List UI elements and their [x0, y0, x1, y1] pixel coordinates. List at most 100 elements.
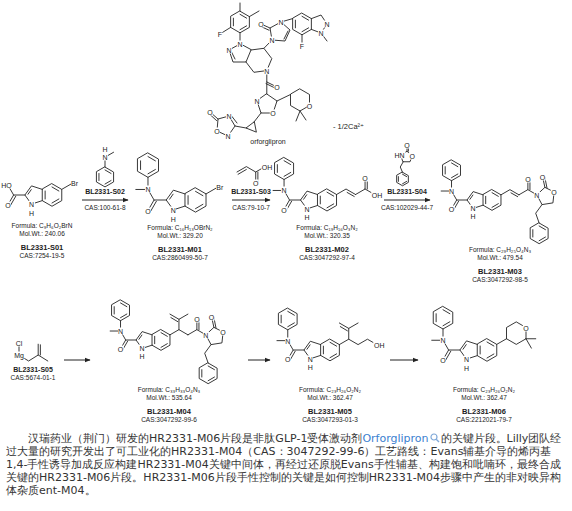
atom-label: O	[117, 345, 123, 352]
atom-label: O	[285, 356, 291, 363]
atom-label: N	[254, 98, 260, 105]
drug-link: Orforglipron	[362, 432, 428, 445]
atom-label: HN	[394, 152, 405, 159]
compound: orforglipron	[228, 138, 308, 146]
atom-label: H	[139, 353, 145, 360]
compound-code: BL2331-S01	[4, 243, 80, 252]
atom-label: H	[170, 215, 176, 222]
cas-number: CAS:7254-19-5	[4, 252, 80, 260]
atom-label: N	[285, 337, 291, 344]
search-icon	[430, 433, 440, 443]
atom-label: N	[237, 41, 243, 48]
atom-label: O	[214, 128, 220, 135]
reaction-arrow	[82, 200, 128, 201]
m03-structure	[441, 160, 554, 244]
cas-number: CAS:2860499-50-7	[130, 254, 230, 262]
atom-label: Br	[216, 183, 224, 190]
compound: Formula: C₃₃H₃₃O₄N₃Mol.Wt.: 535.64BL2331…	[92, 296, 246, 424]
compound-name: orforglipron	[228, 138, 308, 146]
atom-label: O	[5, 201, 11, 208]
cas-number: CAS:3047292-99-6	[92, 416, 246, 424]
atom-label: N	[324, 21, 330, 28]
m02-structure	[273, 158, 375, 211]
compound-code: BL2331-M02	[272, 245, 382, 254]
atom-label: O	[207, 109, 213, 116]
molecular-weight: Mol.Wt.: 329.20	[130, 232, 230, 240]
m04-structure	[110, 300, 223, 384]
compound-code: BL2331-M04	[92, 407, 246, 416]
compound: Formula: C₂₃H₂₆O₂N₂Mol.Wt.: 362.47BL2331…	[420, 296, 548, 424]
atom-label: O	[440, 356, 446, 363]
atom-label: F	[217, 31, 222, 38]
molecular-weight: Mol.Wt.: 362.47	[420, 394, 548, 402]
cas-number: CAS:102029-44-7	[381, 204, 433, 212]
reagent: BL2331-S04CAS:102029-44-7	[381, 150, 433, 212]
formula: Formula: C₉H₆O₂BrN	[4, 222, 80, 230]
m01-structure	[136, 153, 217, 212]
molecular-weight: Mol.Wt.: 240.06	[4, 230, 80, 238]
atom-label: N	[226, 113, 232, 120]
atom-label: N	[281, 187, 287, 194]
atom-label: H	[304, 214, 310, 221]
atom-label: N	[448, 188, 454, 195]
compound-code: BL2331-M03	[432, 267, 568, 276]
atom-label: O	[523, 324, 529, 331]
atom-label: N	[225, 133, 231, 140]
atom-label: H	[307, 363, 313, 370]
atom-label: HO	[1, 182, 13, 189]
atom-label: N	[28, 201, 34, 208]
formula: Formula: C₁₆H₁₃OBrN₂	[130, 224, 230, 232]
orforglipron-structure	[209, 3, 327, 136]
formula: Formula: C₂₉H₂₅O₄N₃	[432, 246, 568, 254]
cas-number: CAS:79-10-7	[231, 204, 271, 212]
atom-label: N	[278, 19, 284, 26]
compound-code: BL2331-M01	[130, 245, 230, 254]
atom-label: O	[274, 84, 280, 91]
atom-label: N	[226, 47, 232, 54]
formula: Formula: C₂₃H₂₆O₂N₂	[272, 386, 388, 394]
compound: Formula: C₉H₆O₂BrNMol.Wt.: 240.06BL2331-…	[4, 160, 80, 260]
compound-code: BL2331-S02	[84, 188, 125, 196]
atom-label: N	[534, 191, 540, 198]
cas-number: CAS:2212021-79-7	[420, 416, 548, 424]
cas-number: CAS:3047292-98-5	[432, 276, 568, 284]
atom-label: O	[258, 21, 264, 28]
s01-structure	[8, 184, 72, 207]
molecular-weight: Mol.Wt.: 320.35	[272, 232, 382, 240]
cas-number: CAS:3047293-01-3	[272, 416, 388, 424]
description-paragraph: 汉瑞药业（荆门）研发的HR2331-M06片段是非肽GLP-1受体激动剂Orfo…	[6, 432, 566, 497]
molecular-weight: Mol.Wt.: 479.54	[432, 254, 568, 262]
molecular-weight: Mol.Wt.: 535.64	[92, 394, 246, 402]
paragraph-text: 汉瑞药业（荆门）研发的HR2331-M06片段是非肽GLP-1受体激动剂	[28, 432, 362, 445]
formula: Formula: C₁₉H₁₆O₃N₂	[272, 224, 382, 232]
atom-label: H	[470, 213, 476, 220]
atom-label: O	[281, 206, 287, 213]
atom-label: N	[264, 67, 270, 74]
atom-label: OH	[261, 163, 273, 170]
compound: Formula: C₁₆H₁₃OBrN₂Mol.Wt.: 329.20BL233…	[130, 150, 230, 262]
atom-label: N	[470, 205, 476, 212]
atom-label: N	[304, 205, 310, 212]
atom-label: O	[404, 141, 410, 148]
compound-code: BL2331-M06	[420, 407, 548, 416]
reagent: BL2331-S05CAS:5674-01-1	[4, 330, 62, 382]
atom-label: O	[539, 174, 545, 181]
reagent: BL2331-S02CAS:100-61-8	[84, 150, 125, 212]
reaction-arrow	[248, 360, 270, 361]
atom-label: N	[203, 331, 209, 338]
atom-label: H	[463, 364, 469, 371]
atom-label: O	[270, 110, 276, 117]
atom-label: N	[145, 186, 151, 193]
s02-structure	[96, 152, 113, 187]
atom-label: O	[194, 316, 200, 323]
atom-label: H	[28, 209, 34, 216]
atom-label: N	[440, 337, 446, 344]
atom-label: H	[102, 145, 108, 152]
atom-label: O	[220, 328, 226, 335]
reaction-arrow	[64, 360, 90, 361]
compound-code: BL2331-S04	[381, 188, 433, 196]
atom-label: N	[102, 154, 108, 161]
compound: Formula: C₂₃H₂₆O₂N₂Mol.Wt.: 362.47BL2331…	[272, 296, 388, 424]
atom-label: N	[318, 30, 324, 37]
formula: Formula: C₃₃H₃₃O₄N₃	[92, 386, 246, 394]
